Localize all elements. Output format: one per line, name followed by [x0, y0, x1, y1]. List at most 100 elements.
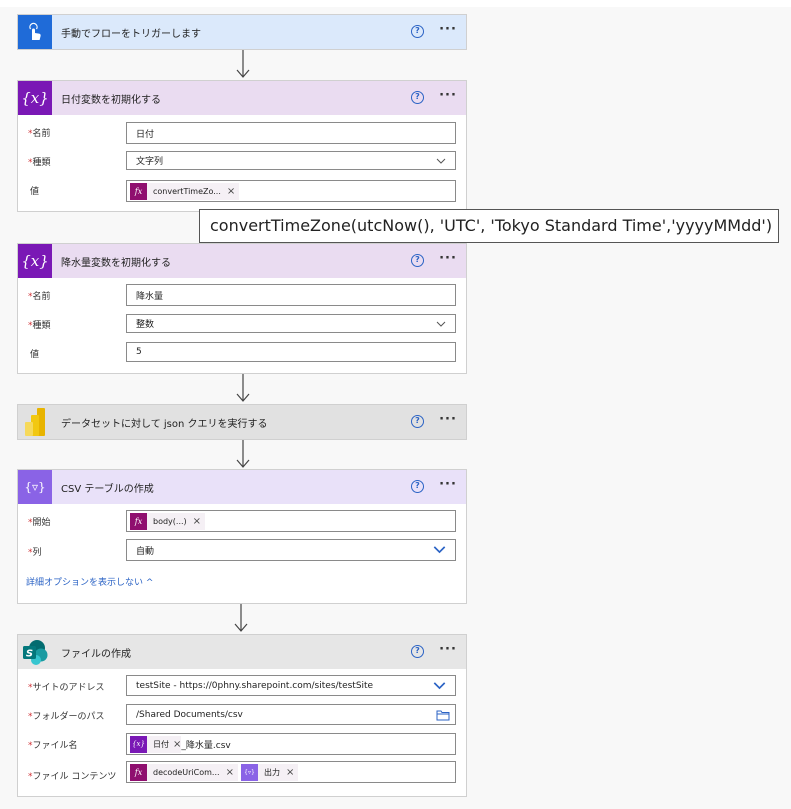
help-icon[interactable]: ?	[411, 415, 424, 428]
name-row: *名前 降水量	[18, 284, 466, 313]
filename-row: *ファイル名 {x} 日付 × _降水量.csv	[18, 733, 466, 764]
csv-card[interactable]: {▿} CSV テーブルの作成 ? ··· *開始 fx body(...) ×…	[17, 469, 467, 604]
value-label: 値	[30, 187, 40, 197]
advanced-row: 詳細オプションを表示しない ^	[18, 569, 466, 598]
value-row: 値 5	[18, 342, 466, 371]
init-rain-header[interactable]: {x} 降水量変数を初期化する ? ···	[18, 244, 466, 278]
chevron-down-icon	[433, 682, 446, 690]
init-date-card[interactable]: {x} 日付変数を初期化する ? ··· *名前 日付 *種類 文字列 値 fx…	[17, 80, 467, 212]
type-dropdown[interactable]: 文字列	[126, 151, 456, 170]
init-date-title: 日付変数を初期化する	[61, 94, 161, 106]
value-input[interactable]: fx convertTimeZo... ×	[126, 180, 456, 202]
columns-row: *列 自動	[18, 539, 466, 569]
help-icon[interactable]: ?	[411, 254, 424, 267]
dataset-card[interactable]: データセットに対して json クエリを実行する ? ···	[17, 404, 467, 440]
remove-token-icon[interactable]: ×	[225, 766, 234, 778]
file-header[interactable]: S ファイルの作成 ? ···	[18, 635, 466, 669]
remove-token-icon[interactable]: ×	[285, 766, 295, 778]
function-icon: fx	[130, 763, 147, 781]
data-operation-icon: {▿}	[240, 763, 258, 781]
csv-title: CSV テーブルの作成	[61, 483, 154, 495]
expression-token[interactable]: fx convertTimeZo... ×	[130, 182, 240, 200]
value-label: 値	[30, 350, 40, 360]
expression-token[interactable]: fx decodeUriCom... ×	[130, 763, 238, 781]
name-input[interactable]: 日付	[126, 122, 456, 144]
init-date-header[interactable]: {x} 日付変数を初期化する ? ···	[18, 81, 466, 115]
chevron-down-icon	[436, 158, 446, 164]
columns-dropdown[interactable]: 自動	[126, 539, 456, 561]
dataset-header[interactable]: データセットに対して json クエリを実行する ? ···	[18, 405, 466, 439]
type-row: *種類 整数	[18, 313, 466, 342]
more-options-icon[interactable]: ···	[439, 477, 457, 492]
expression-tooltip: convertTimeZone(utcNow(), 'UTC', 'Tokyo …	[199, 209, 779, 243]
dataset-title: データセットに対して json クエリを実行する	[61, 418, 268, 430]
folder-icon[interactable]	[436, 709, 450, 721]
svg-text:S: S	[26, 649, 33, 660]
chevron-down-icon	[433, 546, 446, 554]
content-row: *ファイル コンテンツ fx decodeUriCom... × {▿} 出力 …	[18, 761, 466, 793]
init-rain-card[interactable]: {x} 降水量変数を初期化する ? ··· *名前 降水量 *種類 整数 値 5	[17, 243, 467, 374]
remove-token-icon[interactable]: ×	[226, 185, 236, 197]
filename-label: *ファイル名	[28, 741, 78, 751]
flow-arrow	[236, 374, 250, 402]
name-label: *名前	[28, 292, 51, 302]
power-bi-icon	[18, 405, 52, 439]
more-options-icon[interactable]: ···	[439, 642, 457, 657]
columns-label: *列	[28, 548, 42, 558]
site-dropdown[interactable]: testSite - https://0phny.sharepoint.com/…	[126, 675, 456, 696]
help-icon[interactable]: ?	[411, 645, 424, 658]
flow-arrow	[236, 440, 250, 468]
remove-token-icon[interactable]: ×	[173, 738, 182, 750]
csv-header[interactable]: {▿} CSV テーブルの作成 ? ···	[18, 470, 466, 504]
from-input[interactable]: fx body(...) ×	[126, 510, 456, 532]
folder-row: *フォルダーのパス /Shared Documents/csv	[18, 704, 466, 733]
content-label: *ファイル コンテンツ	[28, 772, 117, 782]
name-input[interactable]: 降水量	[126, 284, 456, 306]
help-icon[interactable]: ?	[411, 25, 424, 38]
trigger-card[interactable]: 手動でフローをトリガーします ? ···	[17, 14, 467, 50]
function-icon: fx	[130, 182, 147, 200]
data-operation-icon: {▿}	[18, 470, 52, 504]
function-icon: fx	[130, 512, 147, 530]
more-options-icon[interactable]: ···	[439, 88, 457, 103]
variable-token[interactable]: {x} 日付 ×	[130, 735, 182, 753]
expression-token[interactable]: fx body(...) ×	[130, 512, 206, 530]
from-row: *開始 fx body(...) ×	[18, 510, 466, 540]
hide-advanced-options-link[interactable]: 詳細オプションを表示しない ^	[26, 578, 154, 588]
sharepoint-icon: S	[18, 635, 52, 669]
variable-icon: {x}	[130, 735, 147, 753]
type-dropdown[interactable]: 整数	[126, 314, 456, 333]
name-label: *名前	[28, 129, 51, 139]
filename-suffix: _降水量.csv	[181, 740, 231, 751]
help-icon[interactable]: ?	[411, 480, 424, 493]
init-rain-title: 降水量変数を初期化する	[61, 257, 171, 269]
variable-icon: {x}	[18, 244, 52, 278]
touch-hand-icon	[18, 15, 52, 49]
flow-arrow	[234, 604, 248, 632]
name-row: *名前 日付	[18, 121, 466, 150]
remove-token-icon[interactable]: ×	[192, 515, 202, 527]
folder-label: *フォルダーのパス	[28, 712, 105, 722]
top-strip	[0, 0, 791, 7]
type-label: *種類	[28, 158, 51, 168]
help-icon[interactable]: ?	[411, 91, 424, 104]
chevron-down-icon	[436, 321, 446, 327]
file-title: ファイルの作成	[61, 648, 131, 660]
from-label: *開始	[28, 518, 51, 528]
more-options-icon[interactable]: ···	[439, 22, 457, 37]
content-input[interactable]: fx decodeUriCom... × {▿} 出力 ×	[126, 761, 456, 783]
trigger-header[interactable]: 手動でフローをトリガーします ? ···	[18, 15, 466, 49]
value-input[interactable]: 5	[126, 342, 456, 362]
output-token[interactable]: {▿} 出力 ×	[240, 763, 299, 781]
more-options-icon[interactable]: ···	[439, 251, 457, 266]
trigger-title: 手動でフローをトリガーします	[61, 28, 201, 40]
filename-input[interactable]: {x} 日付 × _降水量.csv	[126, 733, 456, 755]
folder-input[interactable]: /Shared Documents/csv	[126, 704, 456, 725]
flow-arrow	[236, 50, 250, 78]
site-row: *サイトのアドレス testSite - https://0phny.share…	[18, 675, 466, 704]
more-options-icon[interactable]: ···	[439, 412, 457, 427]
site-label: *サイトのアドレス	[28, 683, 105, 693]
value-row: 値 fx convertTimeZo... ×	[18, 179, 466, 208]
type-label: *種類	[28, 321, 51, 331]
file-card[interactable]: S ファイルの作成 ? ··· *サイトのアドレス testSite - htt…	[17, 634, 467, 797]
